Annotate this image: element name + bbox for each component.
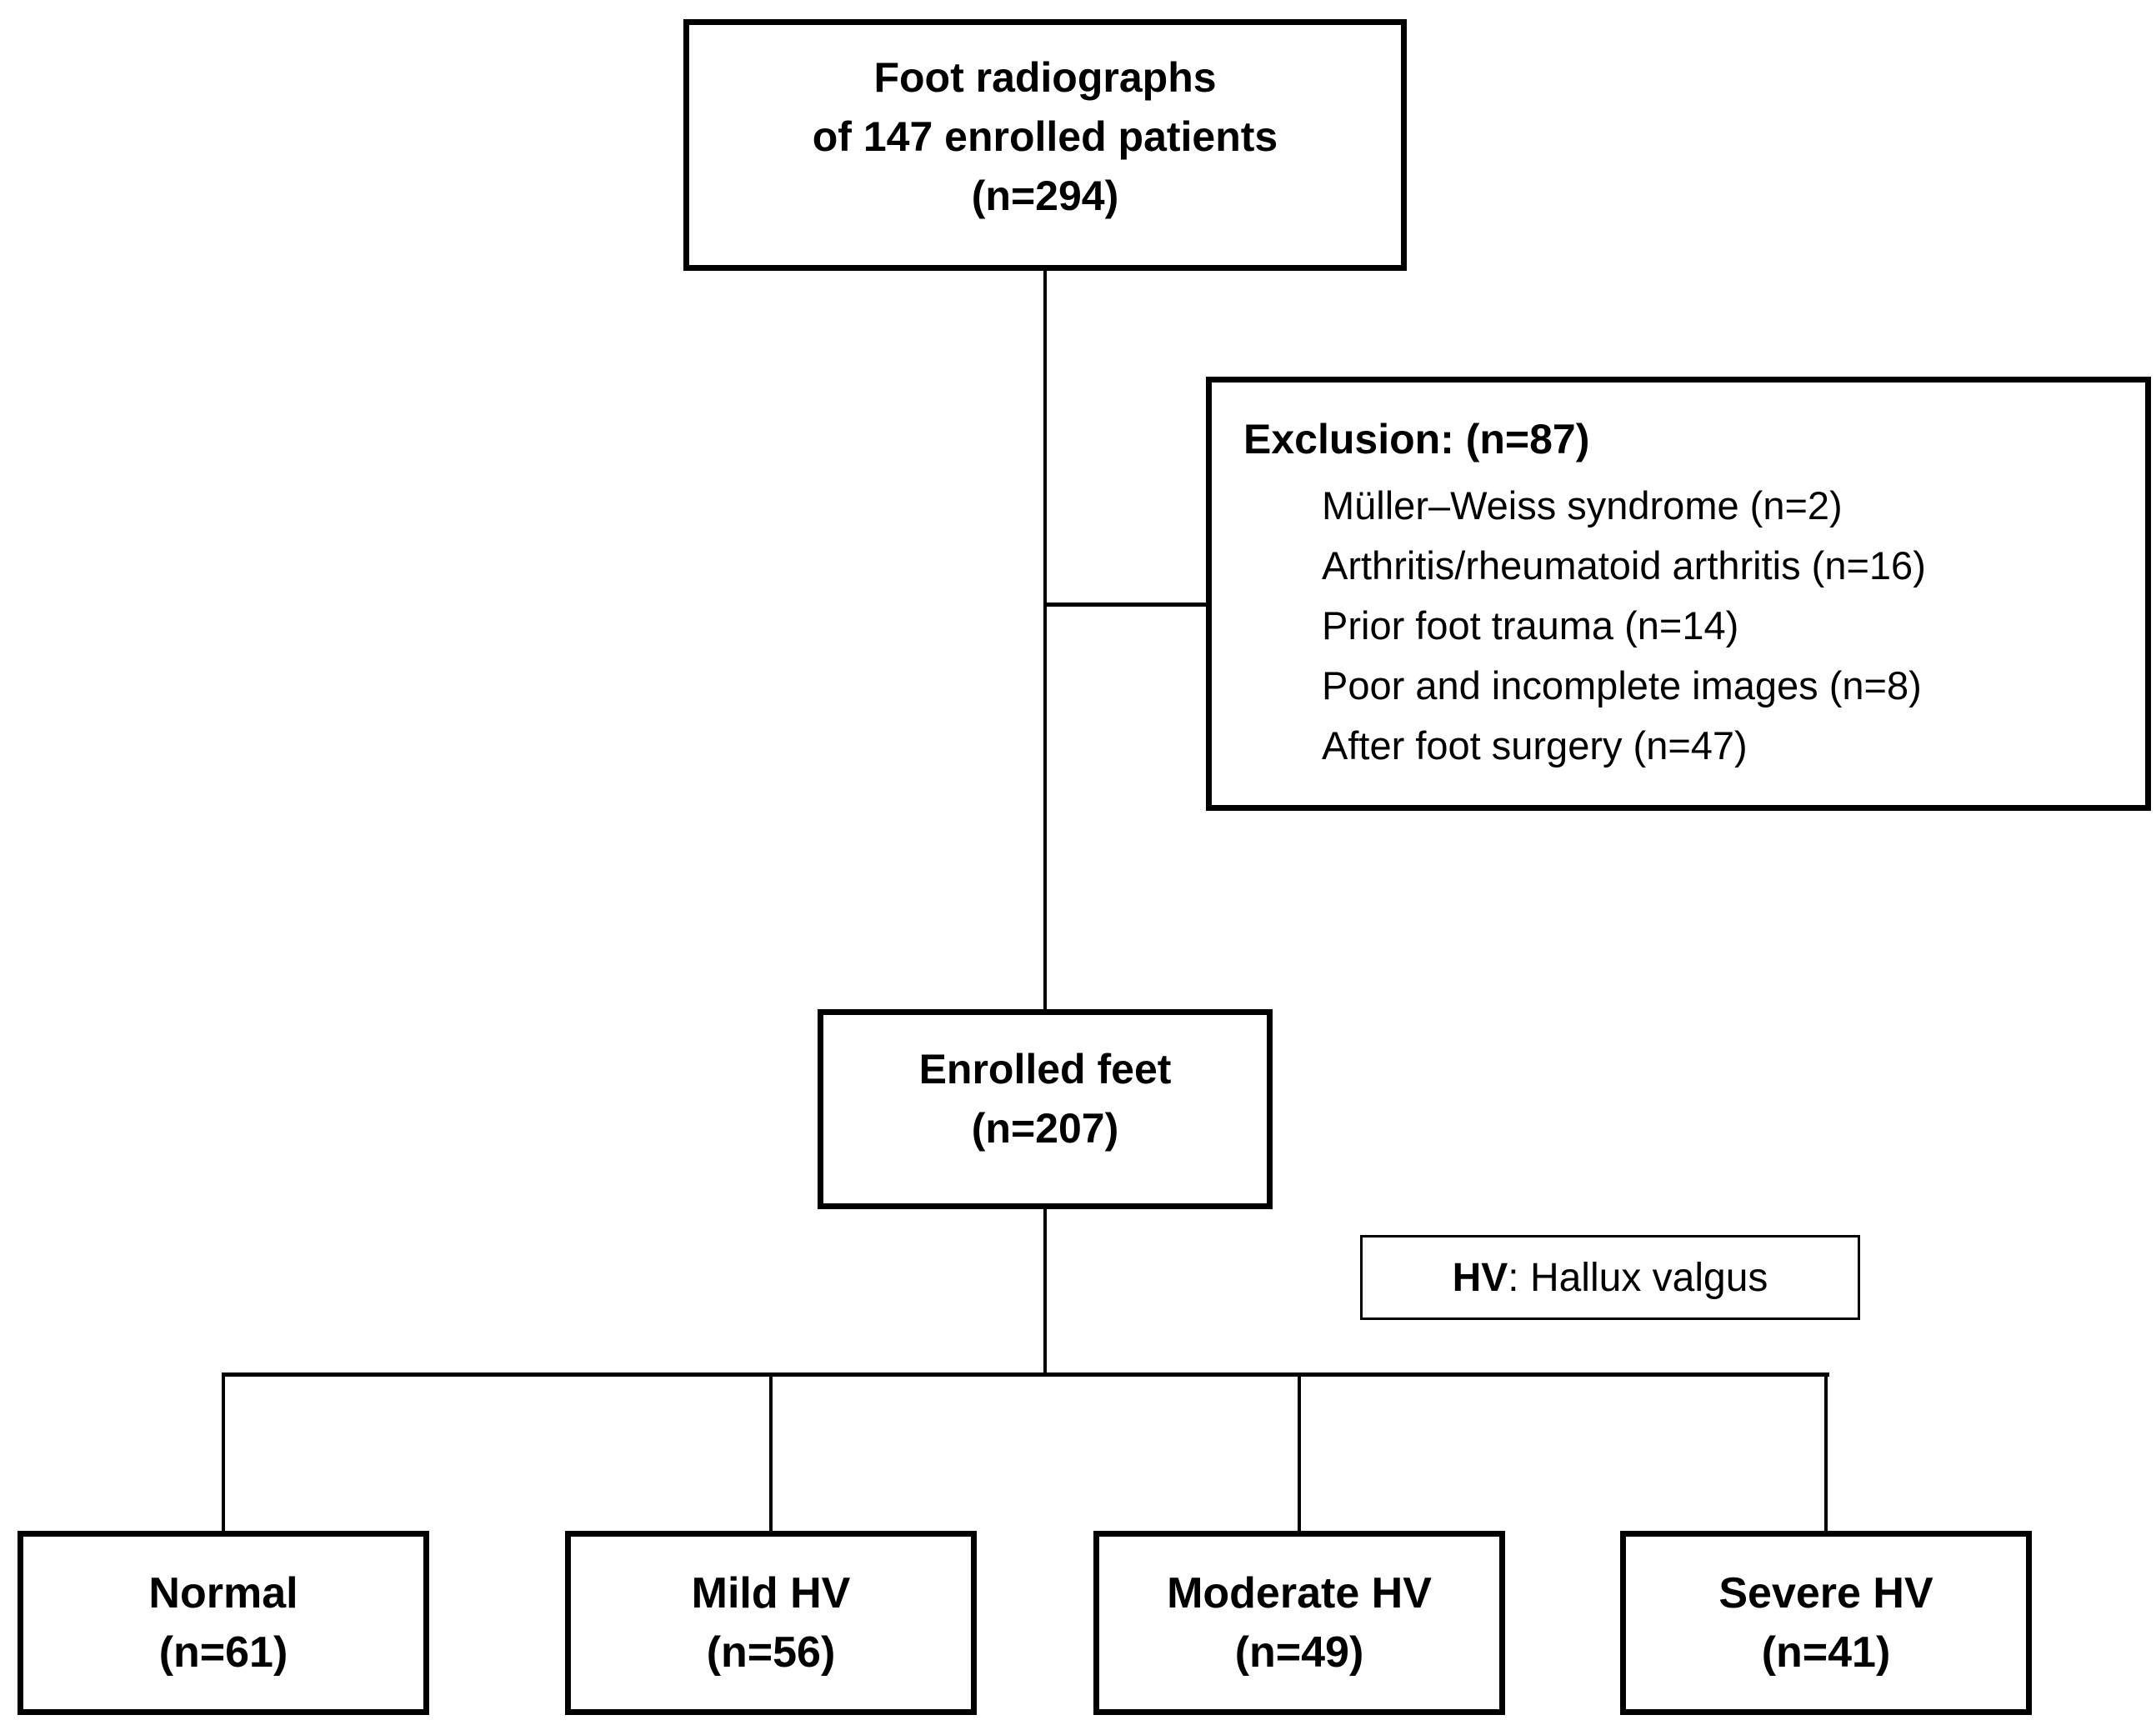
legend-definition: : Hallux valgus: [1508, 1255, 1768, 1300]
node-foot-radiographs: Foot radiographs of 147 enrolled patient…: [683, 19, 1407, 271]
drop-line-moderate-hv: [1298, 1375, 1301, 1531]
exclusion-title: Exclusion: (n=87): [1243, 416, 1590, 462]
node-text-line: (n=41): [1761, 1628, 1891, 1677]
exclusion-item: After foot surgery (n=47): [1322, 723, 1748, 768]
node-text-line: Severe HV: [1718, 1568, 1933, 1618]
node-text-line: (n=294): [971, 172, 1119, 219]
exclusion-item: Arthritis/rheumatoid arthritis (n=16): [1322, 543, 1926, 588]
node-exclusion: Exclusion: (n=87) Müller–Weiss syndrome …: [1206, 377, 2151, 811]
node-normal: Normal (n=61): [18, 1531, 429, 1715]
drop-line-normal: [222, 1375, 225, 1531]
node-text-line: (n=61): [158, 1628, 288, 1677]
node-mild-hv: Mild HV (n=56): [565, 1531, 977, 1715]
drop-line-mild-hv: [769, 1375, 773, 1531]
node-text-line: of 147 enrolled patients: [812, 113, 1278, 160]
node-severe-hv: Severe HV (n=41): [1620, 1531, 2032, 1715]
node-text-line: Normal: [148, 1568, 298, 1618]
node-enrolled-feet: Enrolled feet (n=207): [818, 1009, 1273, 1209]
connector-top-to-enrolled: [1043, 271, 1047, 1009]
node-text-line: (n=49): [1234, 1628, 1364, 1677]
node-text-line: Foot radiographs: [873, 54, 1217, 101]
exclusion-item-list: Müller–Weiss syndrome (n=2) Arthritis/rh…: [1322, 476, 2137, 776]
node-text-line: Enrolled feet: [918, 1046, 1172, 1092]
connector-to-exclusion: [1045, 602, 1208, 607]
node-text-line: (n=56): [706, 1628, 836, 1677]
node-text-line: Moderate HV: [1167, 1568, 1432, 1618]
node-moderate-hv: Moderate HV (n=49): [1093, 1531, 1505, 1715]
node-text-line: (n=207): [971, 1105, 1119, 1152]
exclusion-item: Poor and incomplete images (n=8): [1322, 663, 1922, 708]
node-text-line: Mild HV: [691, 1568, 851, 1618]
legend-abbreviation: HV: [1452, 1255, 1508, 1300]
connector-enrolled-to-branch: [1043, 1209, 1047, 1376]
exclusion-item: Müller–Weiss syndrome (n=2): [1322, 483, 1843, 528]
legend-hallux-valgus: HV: Hallux valgus: [1360, 1235, 1860, 1320]
exclusion-item: Prior foot trauma (n=14): [1322, 603, 1739, 648]
branch-distributor-line: [222, 1372, 1829, 1377]
drop-line-severe-hv: [1824, 1375, 1828, 1531]
